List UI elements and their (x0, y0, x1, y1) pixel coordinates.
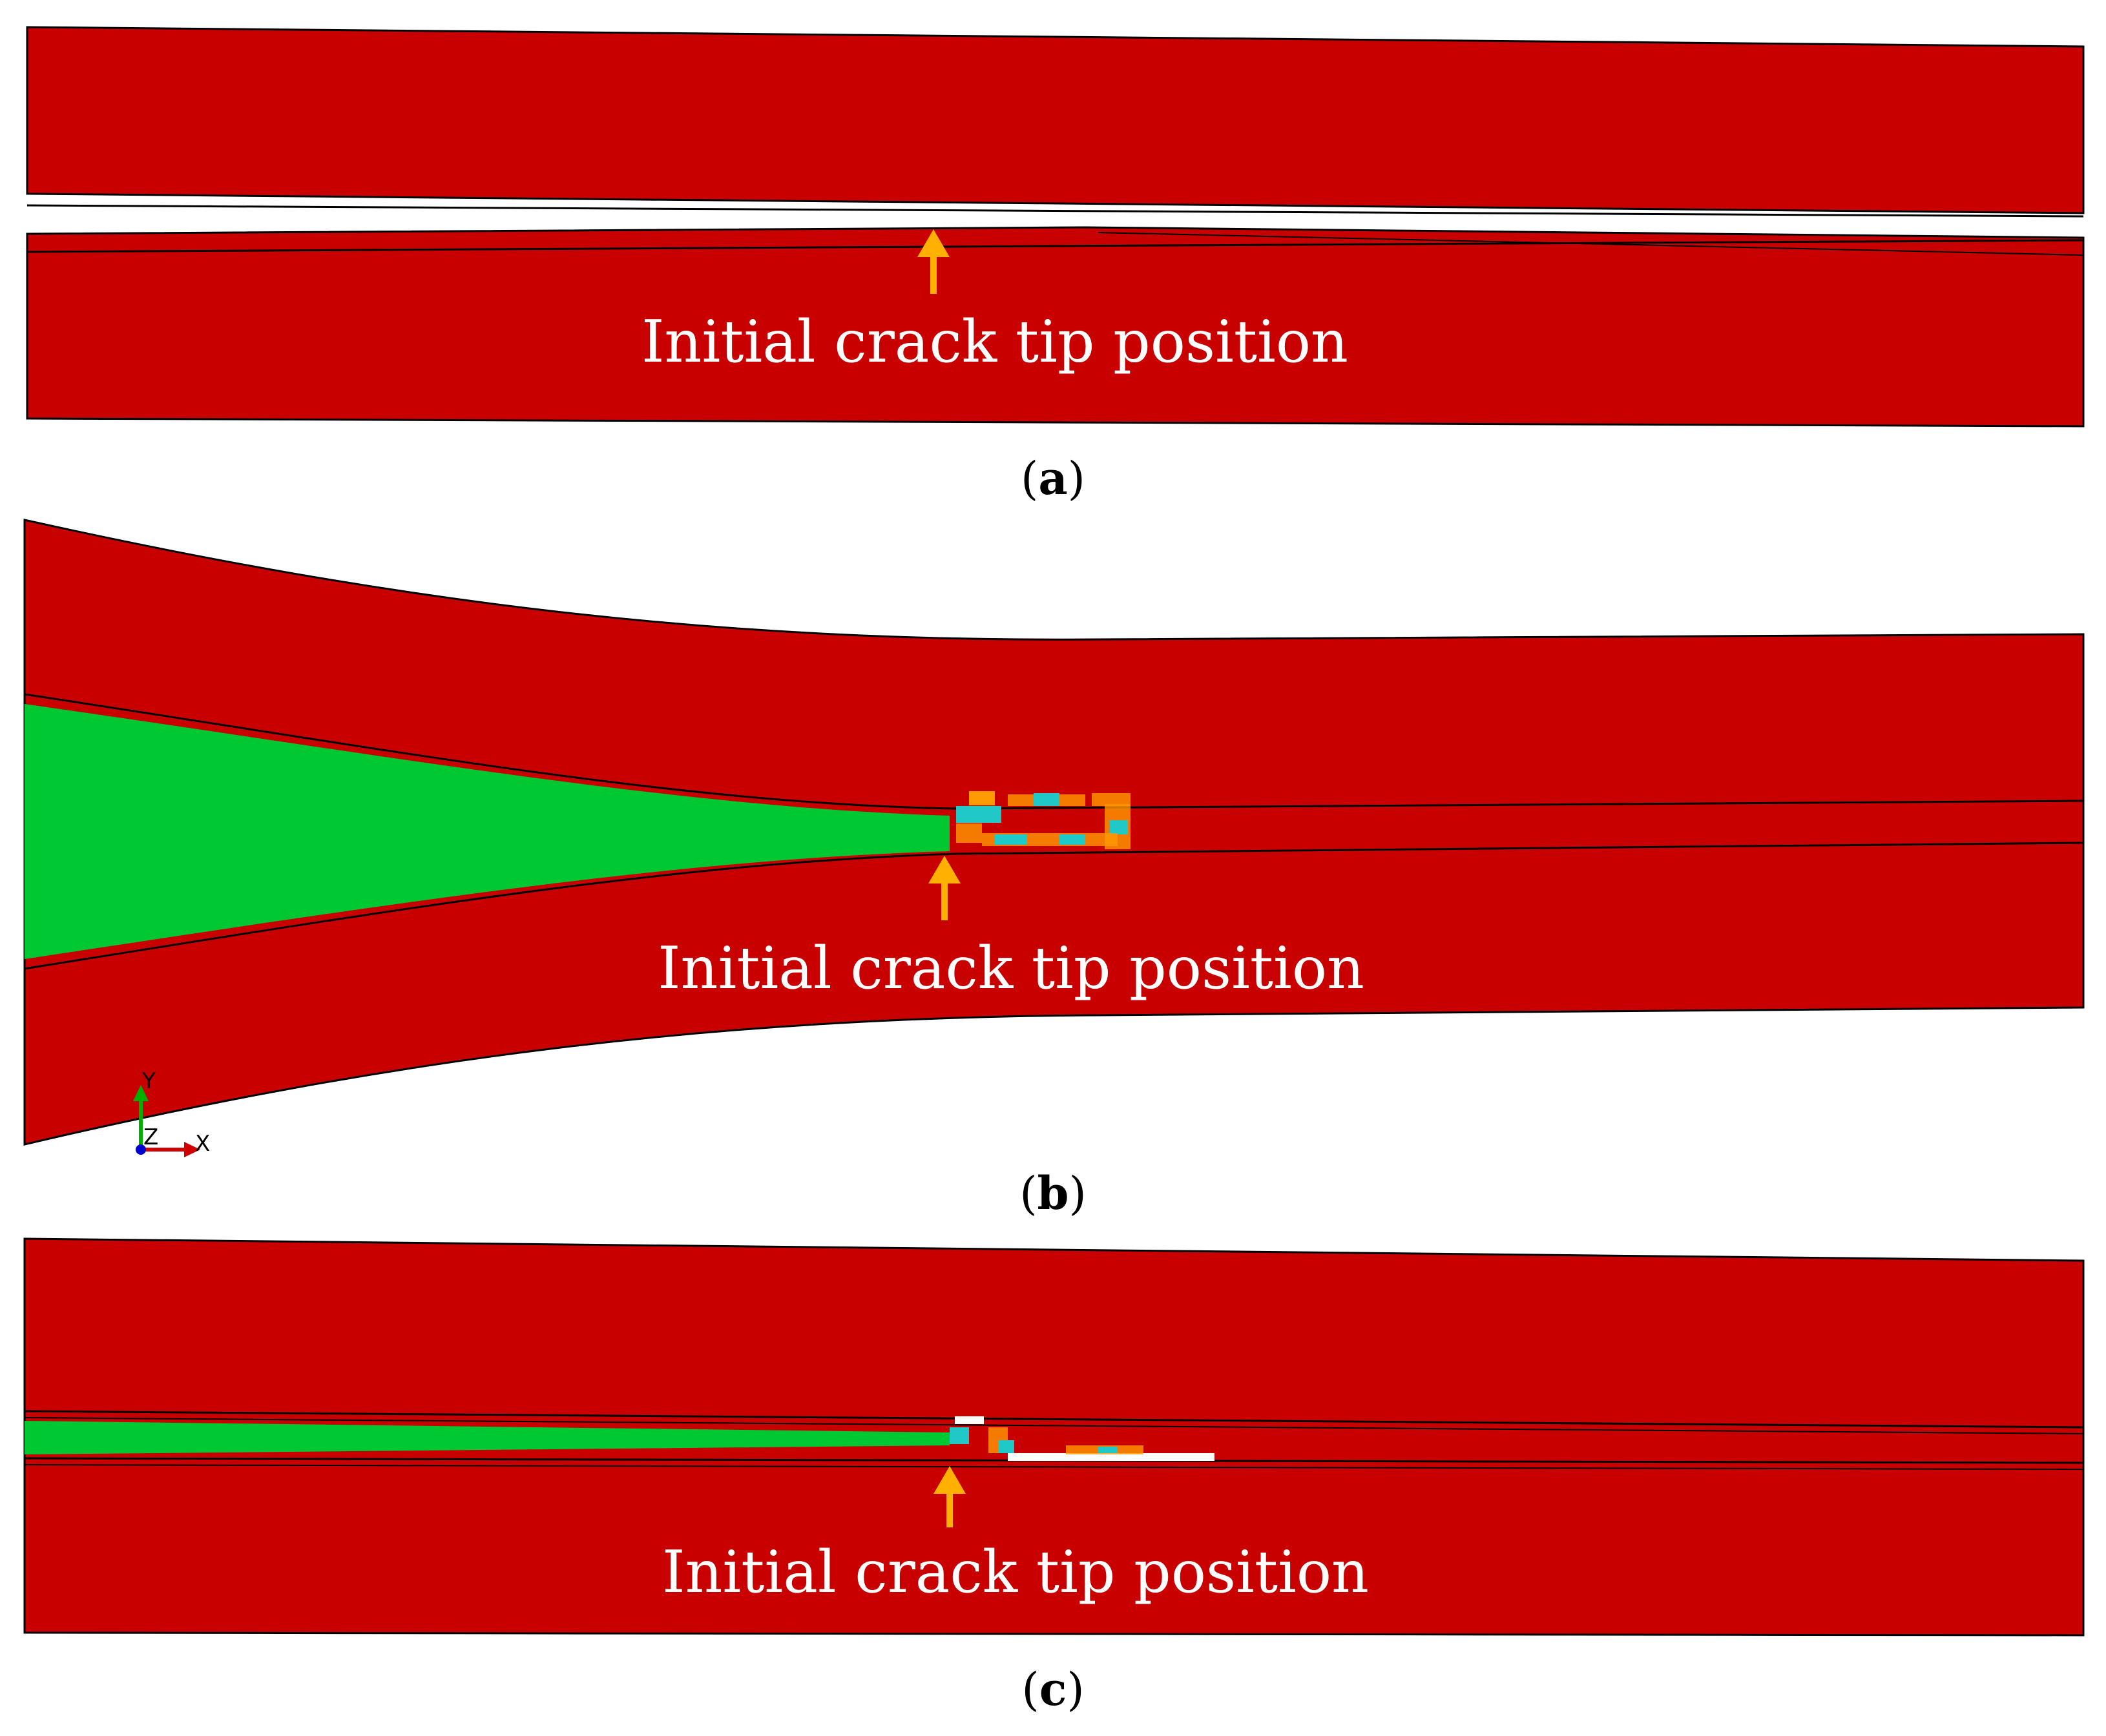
panel-a-upper-arm (26, 26, 2085, 214)
panel-c: Initial crack tip position (c) (23, 1237, 2085, 1716)
panel-b-upper-interface (24, 693, 2084, 810)
panel-a-lower-interface (26, 239, 2084, 253)
panel-b-damage-zone (25, 704, 950, 959)
panel-b-crack-tip-arrow (928, 856, 961, 920)
panel-a-caption: (a) (1021, 451, 1085, 505)
panel-c-upper-interface (24, 1410, 2084, 1429)
panel-c-upper-interface-2 (24, 1417, 2084, 1434)
panel-c-annotation: Initial crack tip position (662, 1538, 1369, 1606)
panel-a-annotation: Initial crack tip position (641, 308, 1348, 376)
panel-b-lower-interface (24, 842, 2084, 970)
panel-c-crack-tip-arrow (933, 1466, 966, 1527)
panel-b: Initial crack tip position Y Z X (b) (23, 519, 2085, 1220)
panel-b-annotation: Initial crack tip position (658, 935, 1364, 1002)
panel-a-crack-tip-arrow (917, 229, 950, 294)
panel-a-lower-interface-2 (1098, 232, 2084, 256)
panel-c-process-zone (950, 1416, 1215, 1461)
axis-y-label: Y (141, 1068, 156, 1094)
panel-a-upper-interface (26, 204, 2084, 218)
panel-c-damage-zone (25, 1421, 950, 1454)
panel-a-crack-gap (27, 213, 1085, 234)
panel-b-process-zone (956, 791, 1131, 849)
panel-a: Initial crack tip position (a) (26, 26, 2085, 505)
panel-c-specimen (23, 1237, 2085, 1637)
panel-c-caption: (c) (1021, 1662, 1084, 1716)
panel-a-lower-arm (26, 226, 2085, 428)
axis-z-label: Z (143, 1124, 158, 1150)
panel-b-specimen (23, 519, 2085, 1146)
axis-x-label: X (195, 1131, 210, 1157)
panel-b-caption: (b) (1019, 1166, 1087, 1220)
panel-c-lower-interface-2 (24, 1464, 2084, 1470)
panel-b-axis-triad: Y Z X (133, 1068, 210, 1157)
